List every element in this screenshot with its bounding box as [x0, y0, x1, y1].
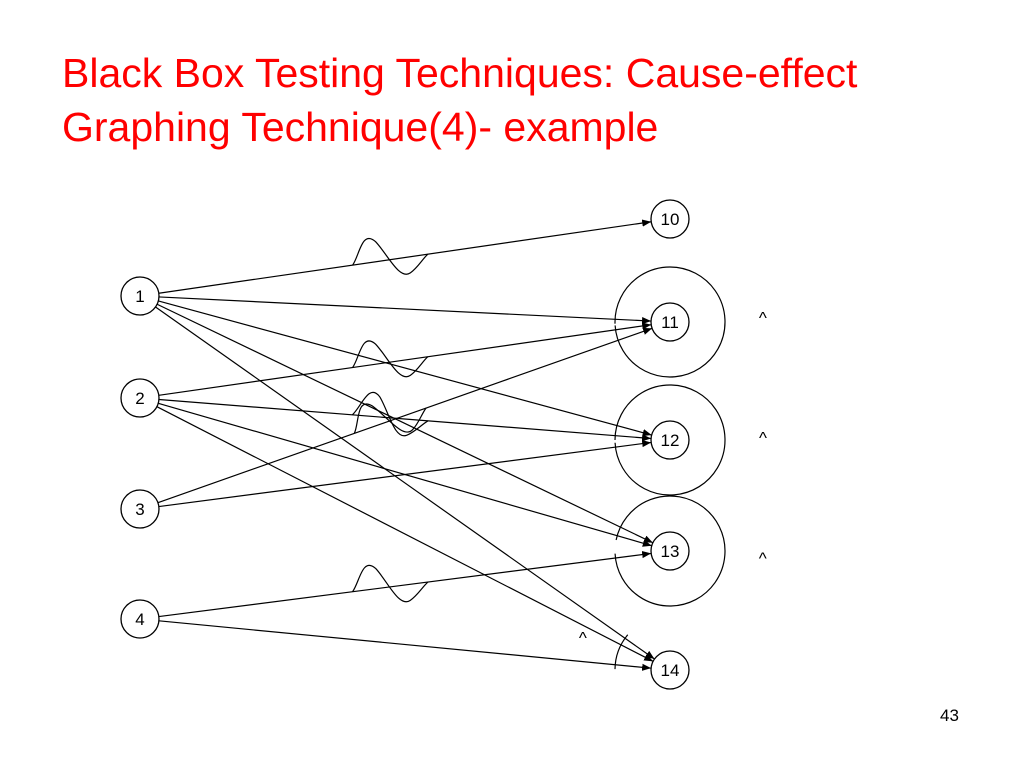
- edge-4-to-14: [158, 620, 652, 671]
- slide-title: Black Box Testing Techniques: Cause-effe…: [62, 46, 1002, 154]
- edge-2-to-12: [158, 398, 652, 442]
- not-squiggle-2-11: [352, 340, 429, 378]
- node-11: 11: [650, 302, 690, 342]
- node-label-12: 12: [661, 431, 680, 450]
- node-circle-12: [650, 420, 690, 460]
- node-circle-1: [120, 276, 160, 316]
- edge-1-to-11: [158, 296, 652, 325]
- edge-3-to-12: [158, 440, 652, 508]
- node-circle-13: [650, 531, 690, 571]
- node-circle-2: [120, 378, 160, 418]
- node-13: 13: [650, 531, 690, 571]
- node-circle-14: [650, 650, 690, 690]
- node-circle-10: [650, 199, 690, 239]
- node-4: 4: [120, 599, 160, 639]
- node-3: 3: [120, 489, 160, 529]
- edge-3-to-11: [157, 327, 653, 504]
- node-circle-11: [650, 302, 690, 342]
- node-circle-3: [120, 489, 160, 529]
- node-12: 12: [650, 420, 690, 460]
- and-symbol-13: ^: [759, 549, 767, 568]
- node-2: 2: [120, 378, 160, 418]
- and-arc-13: [614, 495, 726, 607]
- node-circle-4: [120, 599, 160, 639]
- node-label-4: 4: [135, 610, 144, 629]
- node-label-11: 11: [661, 313, 679, 332]
- edge-1-to-14: [155, 306, 655, 660]
- node-label-2: 2: [135, 389, 144, 408]
- node-1: 1: [120, 276, 160, 316]
- edge-2-to-11: [158, 322, 652, 396]
- title-line-2: Graphing Technique(4)- example: [62, 104, 659, 150]
- page-number: 43: [940, 706, 959, 725]
- node-label-14: 14: [661, 661, 680, 680]
- edge-4-to-13: [158, 550, 652, 618]
- and-arc-14: [614, 634, 629, 670]
- and-symbol-12: ^: [759, 429, 767, 448]
- edge-1-to-13: [156, 303, 654, 544]
- title-line-1: Black Box Testing Techniques: Cause-effe…: [62, 50, 858, 96]
- edge-1-to-10: [158, 219, 652, 294]
- and-arc-11: [614, 266, 726, 378]
- not-squiggle-4-13: [352, 565, 429, 603]
- node-14: 14: [650, 650, 690, 690]
- node-10: 10: [650, 199, 690, 239]
- not-squiggle-3-11: [353, 403, 427, 434]
- node-label-3: 3: [135, 500, 144, 519]
- node-label-13: 13: [661, 542, 680, 561]
- not-squiggle-1-10: [352, 238, 429, 275]
- node-label-1: 1: [135, 287, 144, 306]
- edge-2-to-14: [156, 406, 654, 662]
- and-arc-12: [614, 384, 726, 496]
- edge-1-to-12: [158, 300, 652, 437]
- and-symbol-11: ^: [759, 309, 767, 328]
- node-label-10: 10: [661, 210, 680, 229]
- and-symbol-14: ^: [579, 629, 587, 648]
